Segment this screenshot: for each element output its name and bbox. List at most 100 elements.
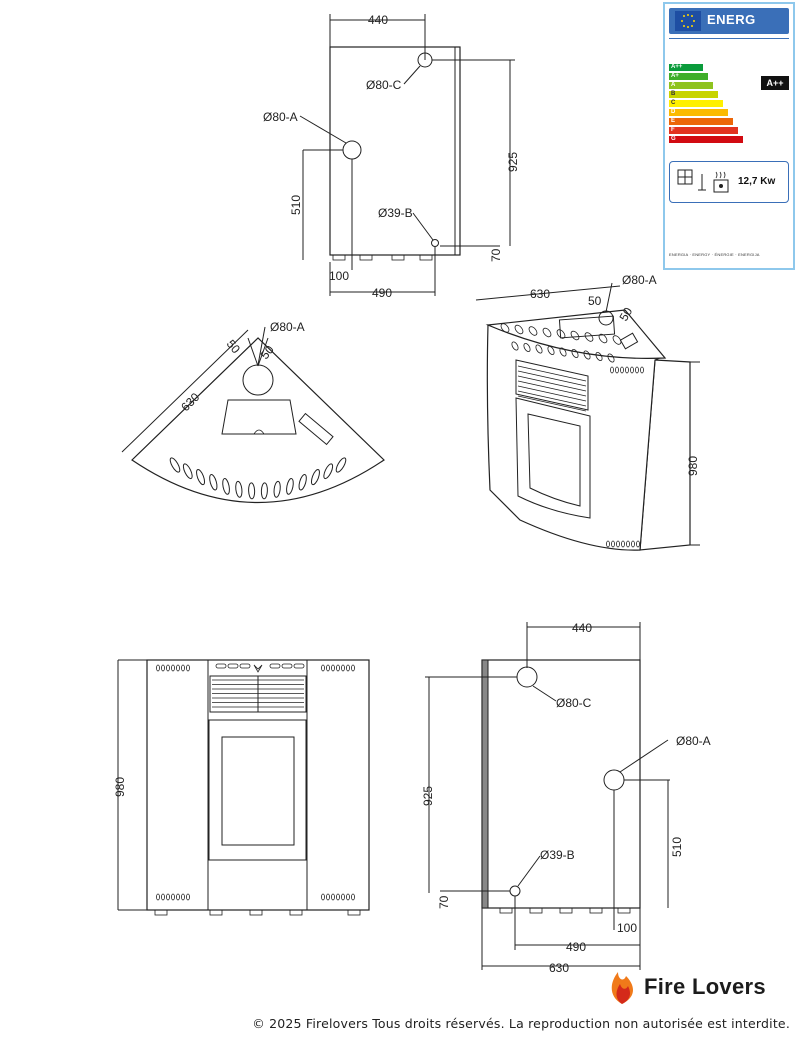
grille-bar	[517, 390, 587, 407]
iso-width-label: 630	[530, 287, 550, 301]
side-top-outlet-c: Ø80-C	[366, 78, 402, 92]
copyright-notice: © 2025 Firelovers Tous droits réservés. …	[252, 1016, 790, 1031]
vent-slot	[611, 540, 615, 548]
vent-slot	[620, 366, 624, 374]
vent-slot	[631, 540, 635, 548]
iso-inset-right: 50	[616, 305, 635, 324]
iso-outlet-a: Ø80-A	[622, 273, 657, 287]
vent-slot	[326, 664, 330, 672]
vent-slot	[341, 893, 345, 901]
energy-class-band: F	[669, 127, 738, 134]
energy-rating-badge: A++	[761, 76, 789, 90]
side-top-foot-label: 70	[489, 248, 503, 262]
energy-label-divider	[669, 38, 789, 39]
vent-slot	[186, 664, 190, 672]
vent-slot	[346, 893, 350, 901]
vent-slot	[615, 366, 619, 374]
side-bottom-height-label: 925	[421, 786, 435, 806]
vent-slot	[196, 469, 206, 486]
vent-slot	[176, 664, 180, 672]
vent-slot	[583, 350, 591, 360]
top-view-outlet-a: Ø80-A	[270, 320, 305, 334]
vent-slot	[612, 335, 622, 345]
vent-slot	[281, 663, 293, 669]
vent-slot	[547, 346, 555, 355]
side-bottom-outlet-c: Ø80-C	[556, 696, 592, 710]
energy-info-box: 12,7 Kw	[669, 161, 789, 203]
vent-slot	[335, 457, 347, 473]
vent-slot	[215, 663, 227, 669]
side-bottom-overall-label: 630	[549, 961, 569, 975]
vent-slot	[248, 482, 256, 500]
vent-slot	[156, 893, 160, 901]
vent-slot	[222, 478, 230, 495]
vent-slot	[235, 480, 243, 498]
side-bottom-outlet-b: Ø39-B	[540, 848, 575, 862]
eu-flag-icon	[675, 11, 701, 31]
vent-slot	[626, 540, 630, 548]
vent-slot	[500, 323, 510, 333]
vent-slot	[636, 540, 640, 548]
iso-height-label: 980	[686, 456, 700, 476]
vent-slot	[171, 893, 175, 901]
side-bottom-bottom-label: 100	[617, 921, 637, 935]
brand-name: Fire Lovers	[644, 974, 766, 999]
side-bottom-width-label: 440	[572, 621, 592, 635]
grille-bar	[517, 385, 587, 402]
vent-slot	[584, 332, 594, 342]
vent-slot	[346, 664, 350, 672]
front-height-label: 980	[113, 777, 127, 797]
vent-slot	[607, 353, 615, 363]
energy-class-band: B	[669, 91, 718, 98]
energy-class-band: A	[669, 82, 713, 89]
side-bottom-offset-label: 510	[670, 837, 684, 857]
room-heating-icon	[677, 169, 729, 193]
vent-slot	[321, 893, 325, 901]
top-view-inset-left: 50	[224, 337, 244, 356]
vent-slot	[606, 540, 610, 548]
vent-slot	[186, 893, 190, 901]
vent-slot	[166, 664, 170, 672]
iso-view: 630 50 50 Ø80-A 980	[475, 273, 700, 551]
vent-slot	[528, 326, 538, 336]
vent-slot	[571, 349, 579, 358]
energy-power-value: 12,7 Kw	[738, 176, 776, 187]
vent-slot	[176, 893, 180, 901]
grille-bar	[517, 395, 587, 412]
energy-label-header: ENERG	[669, 8, 789, 34]
top-view: 630 50 50 Ø80-A	[121, 320, 385, 503]
vent-slot	[161, 893, 165, 901]
vent-slot	[156, 664, 160, 672]
side-view-bottom: 440 Ø80-C 925 Ø80-A 510 100 Ø39-B 70 490…	[421, 621, 711, 975]
energy-class-band: A++	[669, 64, 703, 71]
vent-slot	[286, 478, 294, 495]
vent-slot	[595, 352, 603, 361]
energy-class-band: C	[669, 100, 723, 107]
energy-class-band: D	[669, 109, 728, 116]
side-top-offset-label: 510	[289, 195, 303, 215]
vent-slot	[559, 347, 567, 357]
side-bottom-depth-label: 490	[566, 940, 586, 954]
vent-slot	[310, 469, 320, 486]
vent-slot	[209, 474, 218, 491]
vent-slot	[326, 893, 330, 901]
grille-bar	[517, 380, 587, 397]
vent-slot	[542, 327, 552, 338]
vent-slot	[630, 366, 634, 374]
iso-inset-left: 50	[588, 294, 602, 308]
flame-icon	[611, 972, 633, 1004]
side-top-outlet-b: Ø39-B	[378, 206, 413, 220]
vent-slot	[610, 366, 614, 374]
side-view-top: 440 Ø80-C 925 Ø80-A 510 100 Ø39-B 70 490	[263, 13, 520, 300]
vent-slot	[273, 480, 281, 498]
side-top-outlet-a: Ø80-A	[263, 110, 298, 124]
vent-slot	[181, 664, 185, 672]
vent-slot	[293, 663, 305, 669]
vent-slot	[331, 893, 335, 901]
energy-label-title: ENERG	[707, 12, 756, 27]
side-top-height-label: 925	[506, 152, 520, 172]
grille-bar	[517, 375, 587, 392]
side-bottom-foot-label: 70	[437, 895, 451, 909]
side-top-width-label: 440	[368, 13, 388, 27]
energy-class-band: A+	[669, 73, 708, 80]
